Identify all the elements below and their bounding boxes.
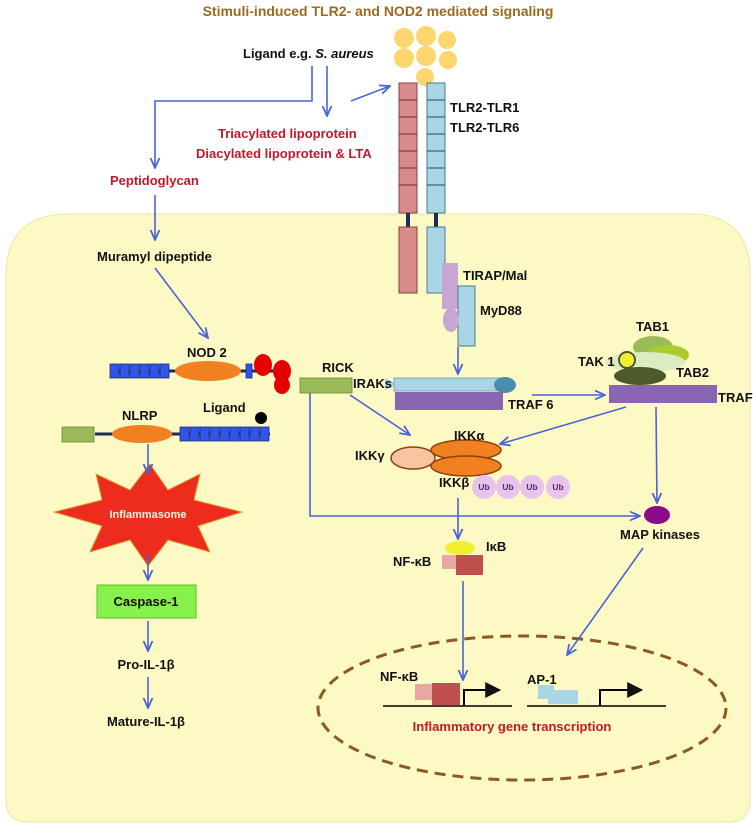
- ubiquitin-chain: Ub Ub Ub Ub: [472, 475, 570, 499]
- tlr2-tlr6-label: TLR2-TLR6: [450, 120, 519, 135]
- arrow-rick-to-map: [309, 393, 640, 516]
- irak-complex: [385, 377, 516, 410]
- bacteria-cluster-icon: [394, 26, 457, 86]
- ikk-alpha-label: IKKα: [454, 428, 484, 443]
- lrr-segment: [199, 426, 210, 442]
- tirap-adaptor: [442, 263, 458, 309]
- ub-label: Ub: [502, 482, 513, 492]
- mature-il-1b-label: Mature-IL-1β: [107, 714, 185, 729]
- rick-label: RICK: [322, 360, 354, 375]
- nlrp-label: NLRP: [122, 408, 158, 423]
- arrow-ligand-to-tlr: [350, 86, 390, 102]
- caspase-1-box: [96, 584, 197, 619]
- arrow-tak1-to-ikk: [500, 406, 627, 444]
- nfkb-nucleus-label: NF-κB: [380, 669, 418, 684]
- myd88-death-domain: [443, 308, 459, 332]
- ap1-promoter: [527, 682, 666, 707]
- nod2-label: NOD 2: [187, 345, 227, 360]
- myd88-adaptor: [457, 285, 476, 347]
- lrr-segment: [229, 426, 240, 442]
- nlrp-ligand-label: Ligand: [203, 400, 246, 415]
- nucleus-boundary: [316, 634, 728, 782]
- tab1-label: TAB1: [636, 319, 669, 334]
- lrr-segment: [245, 363, 253, 379]
- tlr2-receptor-red: [398, 82, 418, 294]
- diagram-title: Stimuli-induced TLR2- and NOD2 mediated …: [203, 3, 554, 19]
- lrr-segment: [109, 363, 120, 379]
- tirap-label: TIRAP/Mal: [463, 268, 527, 283]
- myd88-label: MyD88: [480, 303, 522, 318]
- inflammasome-label: Inflammasome: [109, 509, 186, 521]
- ub-label: Ub: [478, 482, 489, 492]
- ikk-gamma-label: IKKγ: [355, 448, 385, 463]
- map-kinases-label: MAP kinases: [620, 527, 700, 542]
- lrr-segment: [249, 426, 260, 442]
- arrow-muramyl-to-nod2: [154, 267, 208, 338]
- ikk-beta-label: IKKβ: [439, 475, 469, 490]
- lrr-segment: [139, 363, 150, 379]
- nod2-receptor: [109, 354, 291, 394]
- map-kinases-node: [644, 506, 670, 524]
- tlr2-tlr1-label: TLR2-TLR1: [450, 100, 519, 115]
- inflammatory-gene-transcription-label: Inflammatory gene transcription: [413, 719, 612, 734]
- nfkb-ikb-complex: [442, 541, 483, 575]
- tak1-complex: [605, 336, 717, 403]
- pro-il-1b-label: Pro-IL-1β: [117, 657, 174, 672]
- arrow-ligand-to-peptidoglycan: [155, 66, 313, 168]
- lrr-segment: [179, 426, 190, 442]
- signal-arrows: [148, 66, 657, 708]
- arrow-tak1-to-map: [656, 406, 657, 503]
- caspase-1-label: Caspase-1: [113, 594, 178, 609]
- lrr-segment: [259, 426, 270, 442]
- nlrp-receptor: [61, 425, 270, 443]
- nlrp-ligand-dot: [255, 412, 267, 424]
- nfkb-cytoplasm-label: NF-κB: [393, 554, 431, 569]
- lrr-segment: [159, 363, 170, 379]
- tab2-label: TAB2: [676, 365, 709, 380]
- diacylated-lipoprotein-label: Diacylated lipoprotein & LTA: [196, 146, 372, 161]
- lrr-segment: [149, 363, 160, 379]
- ligand-source-label: Ligand e.g. S. aureus: [243, 46, 374, 61]
- lrr-segment: [239, 426, 250, 442]
- ap1-label: AP-1: [527, 672, 557, 687]
- triacylated-lipoprotein-label: Triacylated lipoprotein: [218, 126, 357, 141]
- iraks-label: IRAKs: [353, 376, 392, 391]
- rick-kinase: [299, 377, 353, 394]
- arrow-rick-to-ikk: [349, 394, 410, 435]
- arrow-map-to-ap1: [567, 547, 644, 655]
- lrr-segment: [119, 363, 130, 379]
- lrr-segment: [209, 426, 220, 442]
- traf6-a-label: TRAF 6: [508, 397, 554, 412]
- lrr-segment: [219, 426, 230, 442]
- nfkb-promoter: [383, 682, 512, 707]
- ub-label: Ub: [552, 482, 563, 492]
- ub-label: Ub: [526, 482, 537, 492]
- peptidoglycan-label: Peptidoglycan: [110, 173, 199, 188]
- tak1-label: TAK 1: [578, 354, 615, 369]
- traf6-b-label: TRAF 6: [718, 390, 756, 405]
- muramyl-dipeptide-label: Muramyl dipeptide: [97, 249, 212, 264]
- tlr2-receptor-blue: [426, 82, 446, 294]
- ikk-complex: [390, 439, 502, 477]
- lrr-segment: [189, 426, 200, 442]
- lrr-segment: [129, 363, 140, 379]
- ikb-label: IκB: [486, 539, 506, 554]
